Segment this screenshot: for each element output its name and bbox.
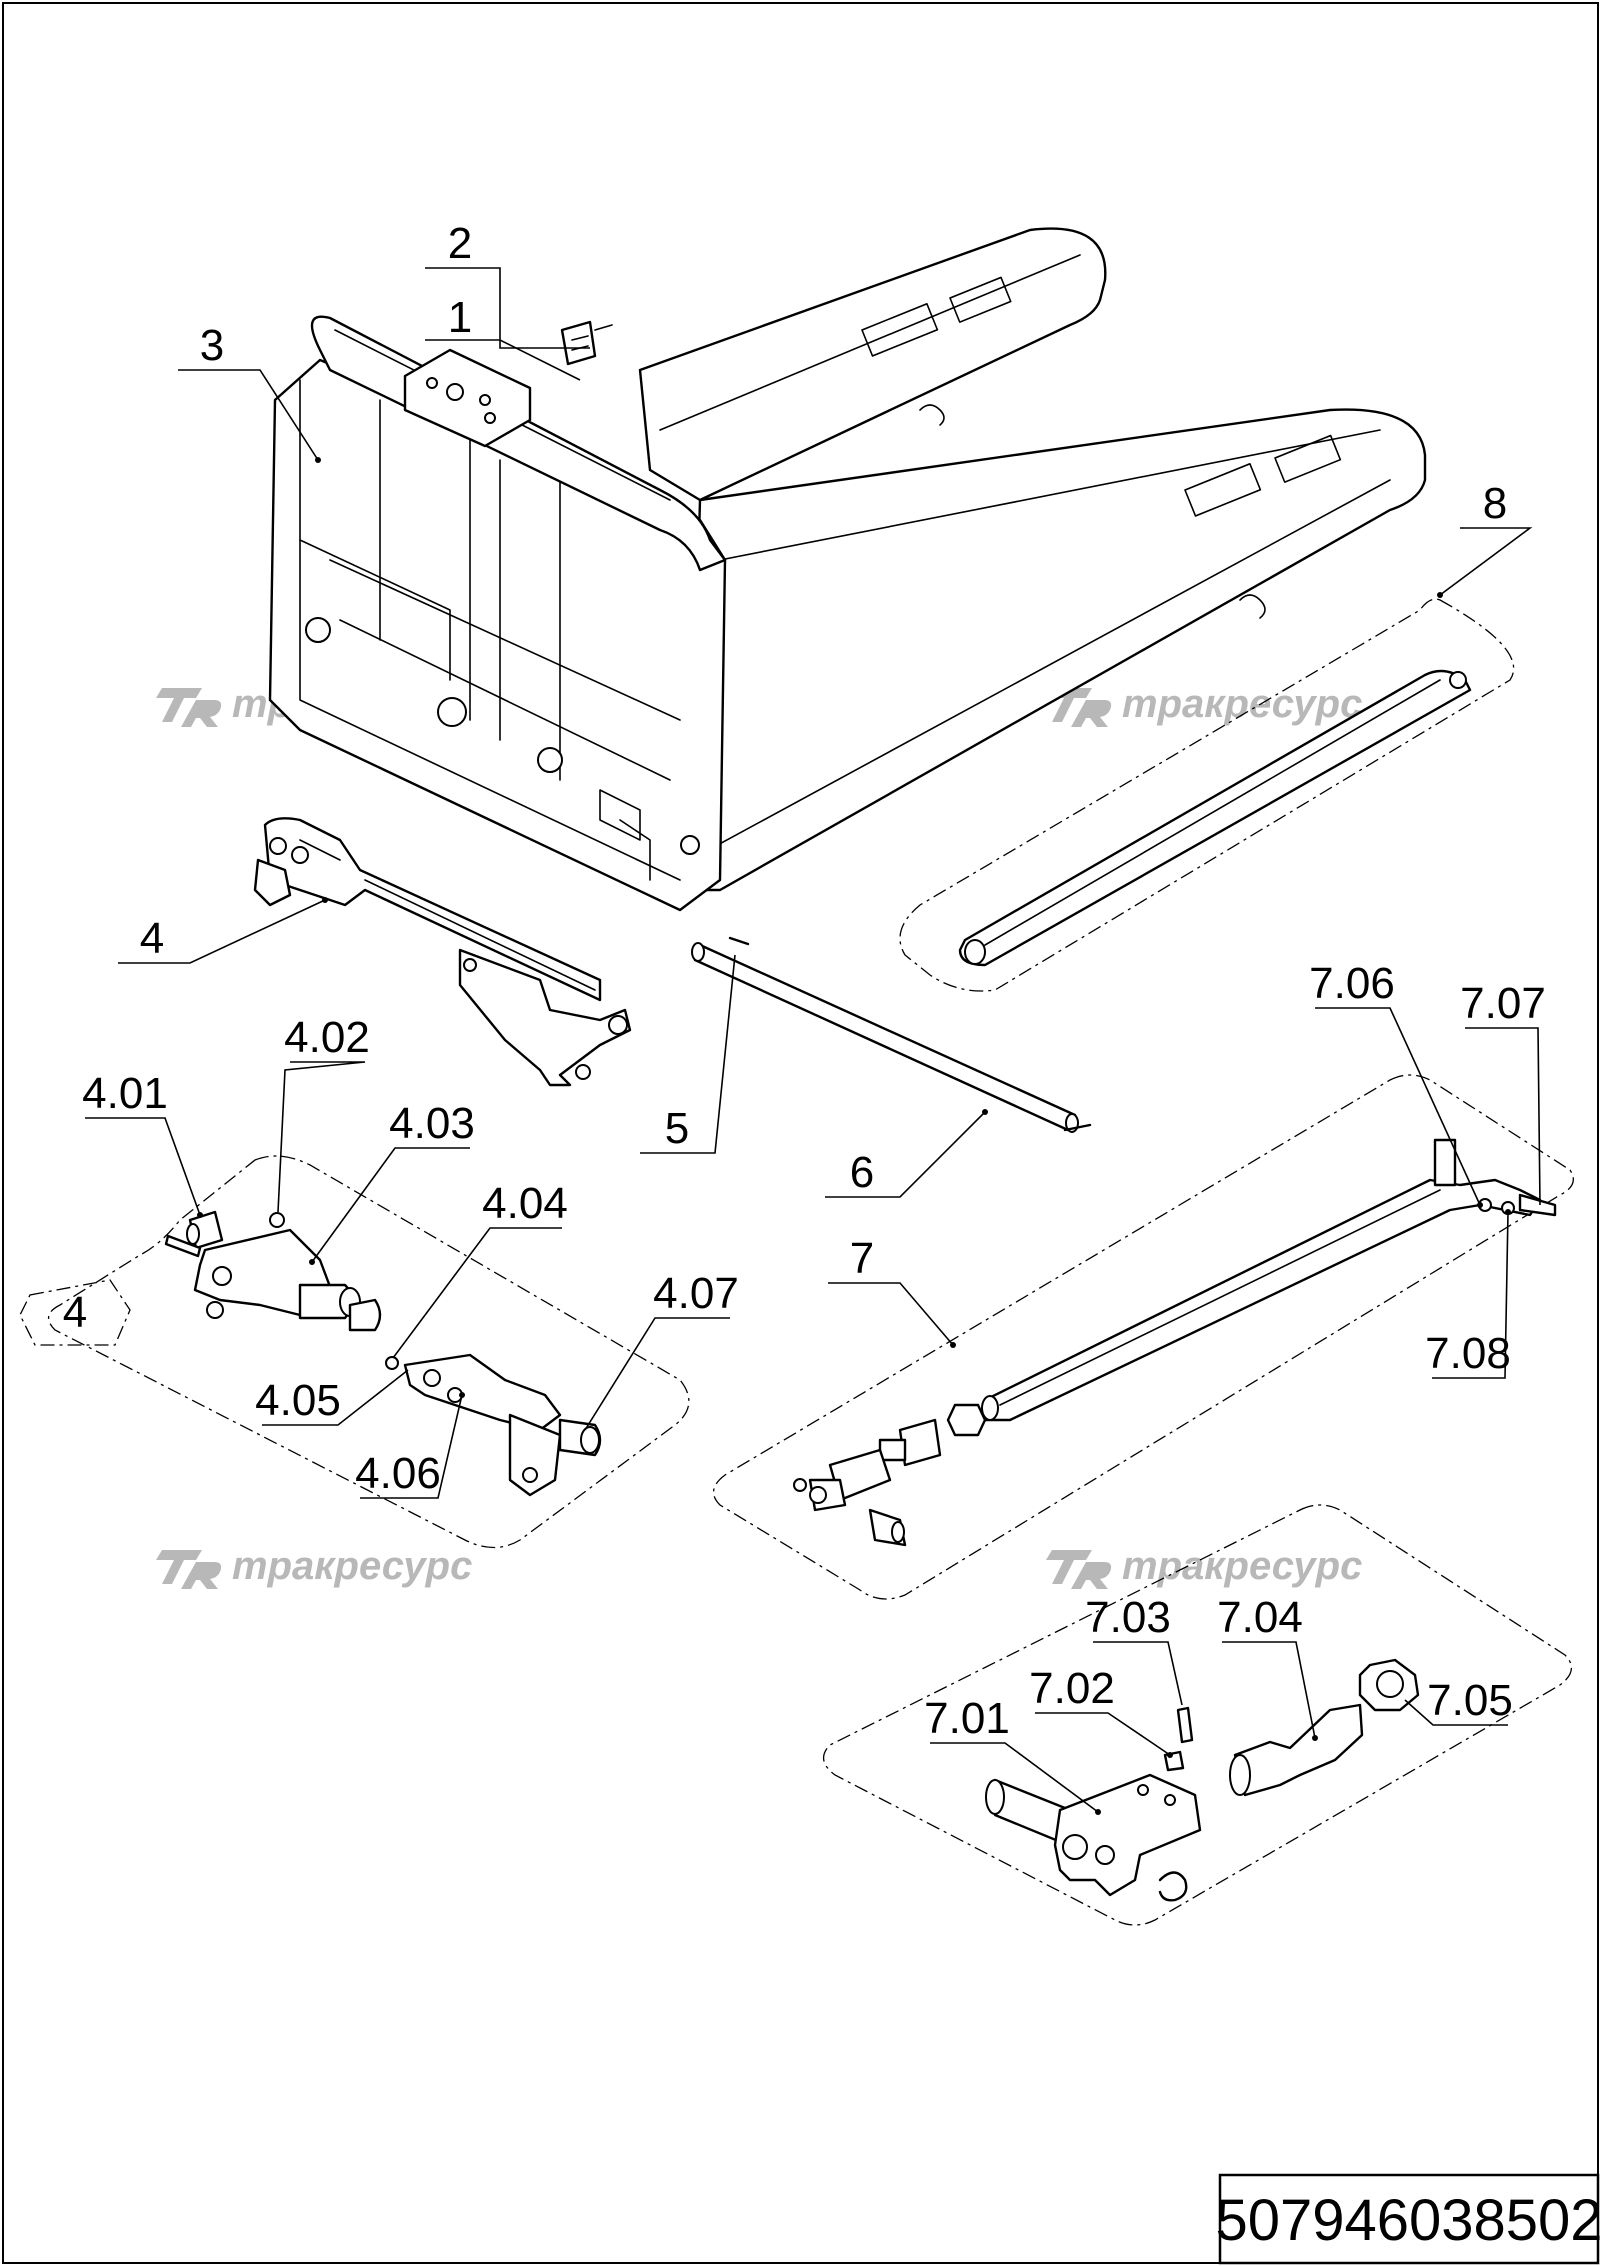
watermark-logo-icon bbox=[156, 1550, 222, 1589]
watermark-text: тракресурс bbox=[232, 1544, 472, 1588]
callout-7-04: 7.04 bbox=[1217, 1593, 1303, 1642]
watermark-4: тракресурс bbox=[1046, 1544, 1362, 1589]
callout-4-03: 4.03 bbox=[389, 1099, 475, 1148]
callout-4-01: 4.01 bbox=[82, 1069, 168, 1118]
callout-7-01: 7.01 bbox=[924, 1694, 1010, 1743]
callout-4: 4 bbox=[140, 914, 164, 963]
callout-7-06: 7.06 bbox=[1309, 959, 1395, 1008]
callout-group-4: 4 bbox=[63, 1288, 87, 1337]
group-8-outline bbox=[899, 598, 1515, 992]
part-7x-exploded bbox=[985, 1658, 1420, 1902]
callout-7-07: 7.07 bbox=[1460, 979, 1546, 1028]
group-4-tag-outline bbox=[19, 1279, 131, 1346]
watermark-logo-icon bbox=[1046, 688, 1112, 727]
watermark-text: тракресурс bbox=[1122, 682, 1362, 726]
watermark-2: тракресурс bbox=[1046, 682, 1362, 727]
callout-2: 2 bbox=[448, 219, 472, 268]
part-4-linkage-assembly bbox=[253, 817, 632, 1087]
watermark-logo-icon bbox=[156, 688, 222, 727]
part-1-bracket bbox=[560, 320, 613, 366]
callout-4-06: 4.06 bbox=[355, 1449, 441, 1498]
part-6-rod bbox=[691, 936, 1092, 1133]
callout-8: 8 bbox=[1483, 479, 1507, 528]
document-number-box: 507946038502 bbox=[1215, 2173, 1601, 2265]
part-8-tie-rod bbox=[958, 669, 1472, 967]
pallet-truck-frame bbox=[268, 227, 1427, 912]
callout-4-02: 4.02 bbox=[284, 1013, 370, 1062]
part-7-assembly bbox=[793, 1138, 1557, 1547]
callout-7-05: 7.05 bbox=[1427, 1676, 1513, 1725]
watermark-text: тракресурс bbox=[1122, 1544, 1362, 1588]
document-number: 507946038502 bbox=[1215, 2188, 1601, 2253]
callout-7: 7 bbox=[850, 1234, 874, 1283]
callout-4-07: 4.07 bbox=[653, 1269, 739, 1318]
callout-4-04: 4.04 bbox=[482, 1179, 568, 1228]
callout-5: 5 bbox=[665, 1104, 689, 1153]
callout-4-05: 4.05 bbox=[255, 1376, 341, 1425]
group-4-outline bbox=[48, 1155, 690, 1549]
callout-7-03: 7.03 bbox=[1085, 1593, 1171, 1642]
group-7x-outline bbox=[823, 1504, 1572, 1926]
callout-7-08: 7.08 bbox=[1425, 1329, 1511, 1378]
callout-6: 6 bbox=[850, 1148, 874, 1197]
callout-7-02: 7.02 bbox=[1029, 1664, 1115, 1713]
part-4-exploded bbox=[164, 1210, 602, 1497]
callout-3: 3 bbox=[200, 321, 224, 370]
watermark-logo-icon bbox=[1046, 1550, 1112, 1589]
callout-1: 1 bbox=[448, 293, 472, 342]
watermark-3: тракресурс bbox=[156, 1544, 472, 1589]
